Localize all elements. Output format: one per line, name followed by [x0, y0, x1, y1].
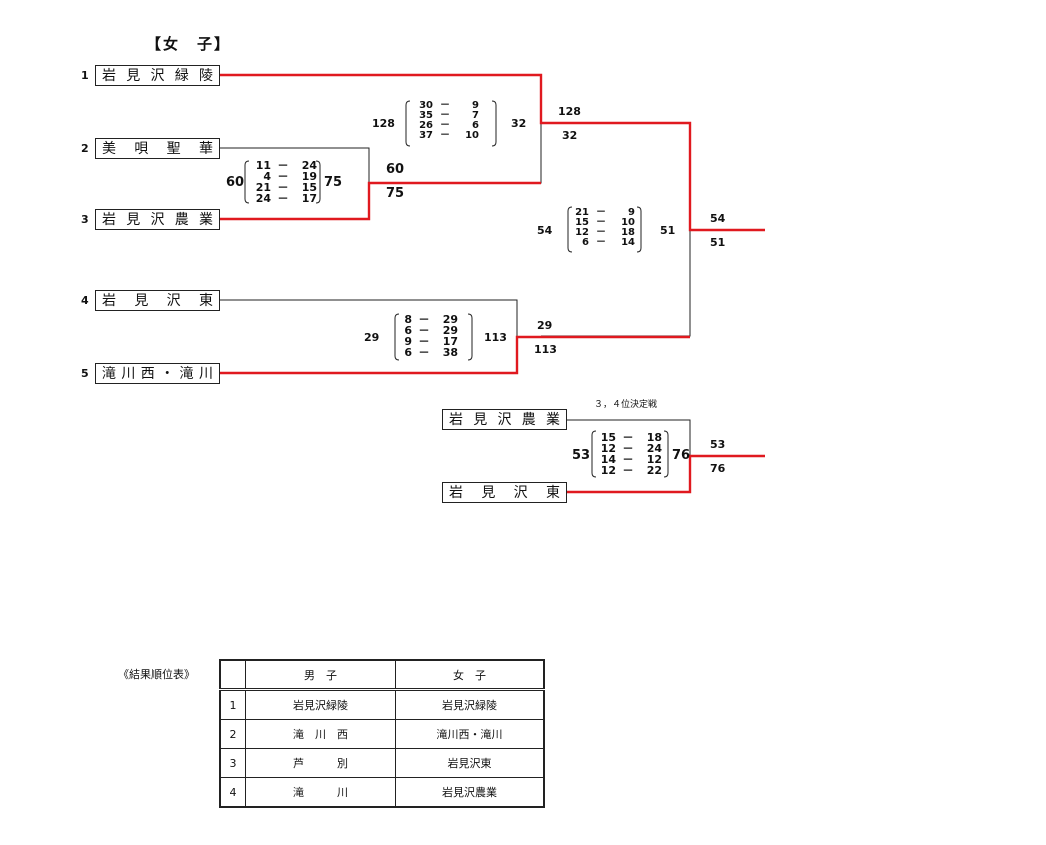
quarter-bracket-left: [567, 206, 573, 253]
page-title: 【女 子】: [146, 35, 232, 53]
line-bisai-loss: [219, 147, 370, 183]
boys-cell: 滝 川: [245, 777, 396, 808]
quarter-bracket-right: [663, 430, 669, 478]
line-score-top: 128: [558, 105, 581, 118]
header-rank: [219, 659, 246, 691]
girls-cell: 岩見沢東: [395, 748, 545, 778]
quarter-scores: 30－9 35－7 26－6 37－10: [419, 100, 479, 141]
line-higashi-third-win: [566, 454, 765, 494]
line-third-loss: [566, 419, 691, 456]
match-total-left: 29: [364, 331, 380, 344]
match-total-right: 76: [672, 448, 691, 463]
third-place-label: ３，４位決定戦: [594, 400, 658, 410]
line-score-bottom: 113: [534, 343, 557, 356]
seed-number: 3: [81, 213, 89, 226]
line-score-top: 53: [710, 438, 726, 451]
quarter-bracket-left: [394, 313, 400, 361]
quarter-bracket-left: [405, 100, 411, 147]
boys-cell: 滝 川 西: [245, 719, 396, 749]
girls-cell: 滝川西・滝川: [395, 719, 545, 749]
match-total-left: 128: [372, 117, 395, 130]
line-score-bottom: 32: [562, 129, 578, 142]
girls-cell: 岩見沢緑陵: [395, 689, 545, 720]
match-total-right: 113: [484, 331, 507, 344]
match-total-right: 75: [324, 175, 343, 190]
girls-cell: 岩見沢農業: [395, 777, 545, 808]
quarter-scores: 11－24 4－19 21－15 24－17: [255, 159, 317, 205]
team-box-4: 岩見沢東: [95, 290, 220, 311]
header-boys: 男 子: [245, 659, 396, 691]
quarter-bracket-right: [491, 100, 497, 147]
rank-cell: 1: [219, 689, 246, 720]
line-score-top: 60: [386, 162, 405, 177]
match-total-left: 53: [572, 448, 591, 463]
line-score-top: 29: [537, 319, 553, 332]
seed-number: 1: [81, 69, 89, 82]
quarter-bracket-right: [636, 206, 642, 253]
seed-number: 5: [81, 367, 89, 380]
team-box-2: 美唄聖華: [95, 138, 220, 159]
quarter-bracket-left: [591, 430, 597, 478]
seed-number: 4: [81, 294, 89, 307]
match-total-left: 54: [537, 224, 553, 237]
line-ryoryo-win: [219, 73, 765, 232]
boys-cell: 岩見沢緑陵: [245, 689, 396, 720]
quarter-scores: 21－9 15－10 12－18 6－14: [575, 207, 635, 248]
table-header-row: 男 子 女 子: [219, 659, 545, 691]
team-box-3: 岩見沢農業: [95, 209, 220, 230]
table-row: 2 滝 川 西 滝川西・滝川: [219, 719, 545, 749]
rank-cell: 4: [219, 777, 246, 808]
third-team-bottom: 岩見沢東: [442, 482, 567, 503]
line-higashi-loss: [219, 299, 518, 337]
match-total-right: 32: [511, 117, 527, 130]
line-score-bottom: 76: [710, 462, 726, 475]
table-row: 4 滝 川 岩見沢農業: [219, 777, 545, 808]
quarter-scores: 8－29 6－29 9－17 6－38: [404, 313, 458, 359]
line-score-bottom: 75: [386, 186, 405, 201]
line-score-top: 54: [710, 212, 726, 225]
seed-number: 2: [81, 142, 89, 155]
quarter-bracket-left: [244, 160, 250, 204]
results-title: 《結果順位表》: [118, 668, 195, 681]
line-nogyo-win: [219, 181, 541, 221]
team-box-5: 滝川西・滝川: [95, 363, 220, 384]
quarter-scores: 15－18 12－24 14－12 12－22: [600, 431, 662, 477]
third-team-top: 岩見沢農業: [442, 409, 567, 430]
quarter-bracket-right: [467, 313, 473, 361]
rank-cell: 3: [219, 748, 246, 778]
rank-cell: 2: [219, 719, 246, 749]
header-girls: 女 子: [395, 659, 545, 691]
table-row: 1 岩見沢緑陵 岩見沢緑陵: [219, 689, 545, 720]
results-table: 男 子 女 子 1 岩見沢緑陵 岩見沢緑陵 2 滝 川 西 滝川西・滝川 3 芦…: [219, 659, 545, 808]
table-row: 3 芦 別 岩見沢東: [219, 748, 545, 778]
line-score-bottom: 51: [710, 236, 726, 249]
quarter-bracket-right: [315, 160, 321, 204]
match-total-left: 60: [226, 175, 245, 190]
line-takikawa-win: [219, 335, 690, 375]
boys-cell: 芦 別: [245, 748, 396, 778]
match-total-right: 51: [660, 224, 676, 237]
team-box-1: 岩見沢緑陵: [95, 65, 220, 86]
